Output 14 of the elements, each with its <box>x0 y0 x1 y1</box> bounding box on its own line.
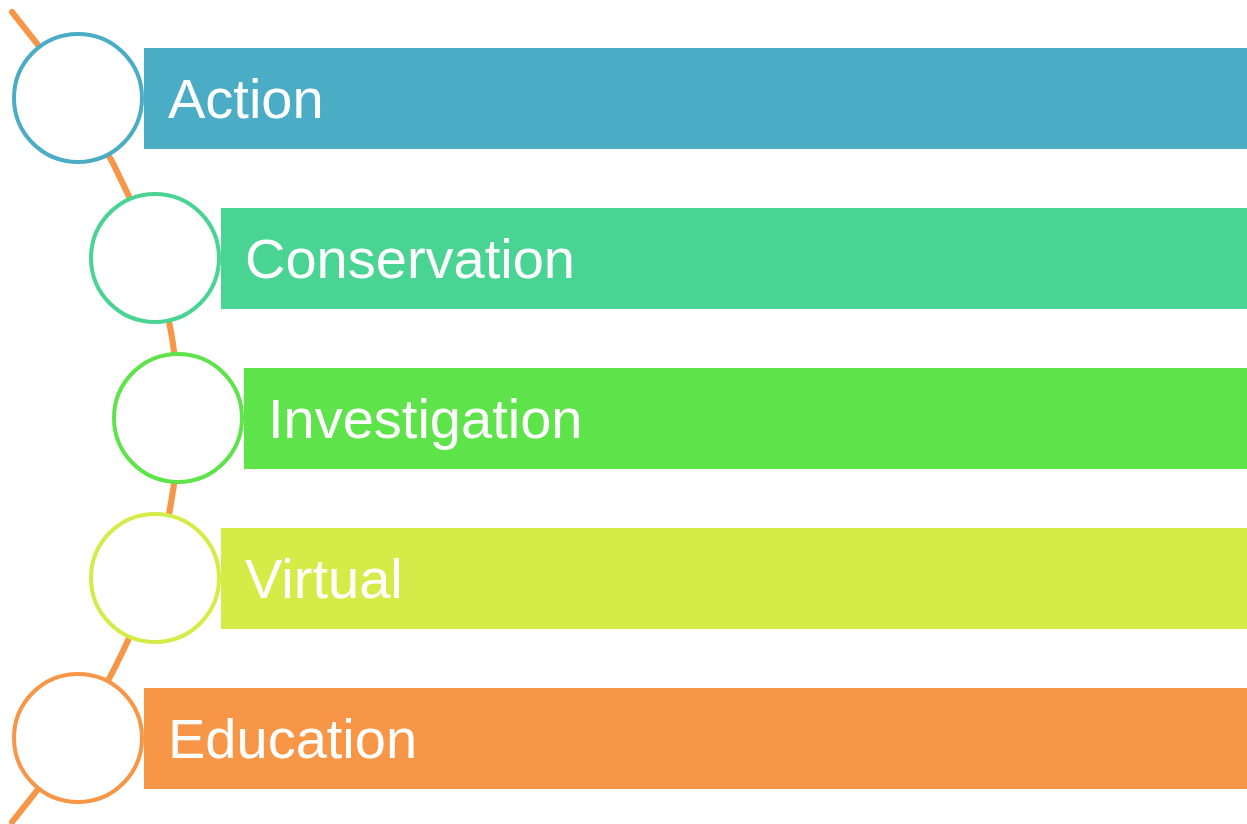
list-bar <box>221 528 1247 629</box>
list-bar <box>144 688 1247 789</box>
bar-label: Action <box>168 70 324 127</box>
circle-marker <box>89 192 221 324</box>
circle-marker <box>112 352 244 484</box>
bar-label: Education <box>168 710 418 767</box>
circle-marker <box>12 32 144 164</box>
bar-label: Virtual <box>245 550 403 607</box>
list-bar <box>244 368 1247 469</box>
list-bar <box>144 48 1247 149</box>
circle-marker <box>89 512 221 644</box>
list-bar <box>221 208 1247 309</box>
circle-marker <box>12 672 144 804</box>
bar-label: Conservation <box>245 230 575 287</box>
